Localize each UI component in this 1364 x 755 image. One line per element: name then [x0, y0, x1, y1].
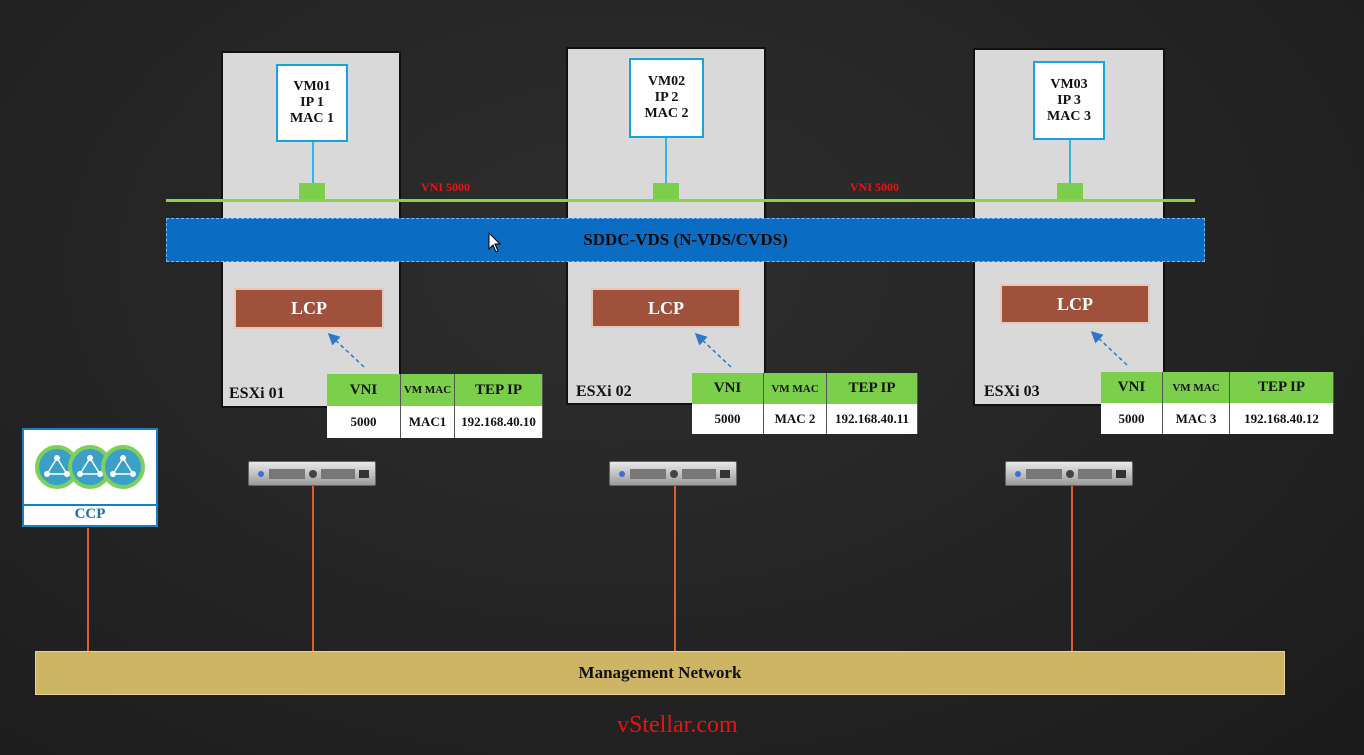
header-vm-mac: VM MAC — [401, 374, 455, 406]
vm-mac: MAC 2 — [644, 106, 689, 121]
host-label-2: ESXi 02 — [576, 383, 632, 400]
header-tep-ip: TEP IP — [455, 374, 543, 406]
vni-label-2: VNI 5000 — [850, 180, 900, 194]
cell-tep: 192.168.40.10 — [455, 406, 543, 438]
vm-link-3 — [1069, 140, 1071, 184]
vm-name: VM02 — [647, 74, 686, 89]
cell-mac: MAC 2 — [764, 404, 827, 434]
vm-port-3 — [1057, 183, 1083, 201]
vm-box-1: VM01 IP 1 MAC 1 — [276, 64, 348, 142]
vm-port-1 — [299, 183, 325, 201]
lcp-box-3: LCP — [1000, 284, 1150, 324]
cell-tep: 192.168.40.11 — [827, 404, 918, 434]
ccp-cluster-icon — [24, 430, 156, 504]
uplink-host-3 — [1071, 486, 1073, 652]
header-vm-mac: VM MAC — [1163, 372, 1230, 403]
cell-mac: MAC 3 — [1163, 403, 1230, 434]
uplink-host-1 — [312, 486, 314, 652]
cell-vni: 5000 — [1101, 403, 1163, 434]
cell-vni: 5000 — [327, 406, 401, 438]
footer-brand: vStellar.com — [617, 712, 738, 738]
vm-link-2 — [665, 138, 667, 184]
mapping-table-2: VNI VM MAC TEP IP 5000 MAC 2 192.168.40.… — [692, 373, 918, 434]
vni-segment-line — [166, 199, 1195, 202]
cell-mac: MAC1 — [401, 406, 455, 438]
server-icon-3 — [1005, 461, 1133, 486]
cursor-icon — [488, 231, 502, 254]
lcp-box-2: LCP — [591, 288, 741, 328]
vni-label-1: VNI 5000 — [421, 180, 471, 194]
mapping-table-3: VNI VM MAC TEP IP 5000 MAC 3 192.168.40.… — [1101, 372, 1334, 434]
server-icon-1 — [248, 461, 376, 486]
cell-vni: 5000 — [692, 404, 764, 434]
uplink-host-2 — [674, 486, 676, 652]
header-vni: VNI — [692, 373, 764, 404]
header-tep-ip: TEP IP — [1230, 372, 1334, 403]
vm-name: VM03 — [1050, 76, 1088, 92]
host-label-1: ESXi 01 — [229, 385, 285, 402]
lcp-box-1: LCP — [234, 288, 384, 329]
sddc-vds-bar: SDDC-VDS (N-VDS/CVDS) — [166, 218, 1205, 262]
management-network-label: Management Network — [578, 663, 742, 682]
header-vni: VNI — [1101, 372, 1163, 403]
header-vm-mac: VM MAC — [764, 373, 827, 404]
ccp-label: CCP — [24, 504, 156, 523]
vds-label: SDDC-VDS (N-VDS/CVDS) — [583, 230, 788, 249]
server-icon-2 — [609, 461, 737, 486]
vm-box-2: VM02 IP 2 MAC 2 — [629, 58, 704, 138]
host-label-3: ESXi 03 — [984, 383, 1040, 400]
ccp-box: CCP — [22, 428, 158, 527]
cell-tep: 192.168.40.12 — [1230, 403, 1334, 434]
vm-ip: IP 1 — [300, 95, 324, 110]
vm-ip: IP 3 — [1057, 92, 1081, 108]
uplink-ccp — [87, 528, 89, 652]
management-network-bar: Management Network — [35, 651, 1285, 695]
mapping-table-1: VNI VM MAC TEP IP 5000 MAC1 192.168.40.1… — [327, 374, 543, 438]
vm-ip: IP 2 — [654, 90, 679, 105]
vm-port-2 — [653, 183, 679, 201]
vm-link-1 — [312, 142, 314, 184]
header-vni: VNI — [327, 374, 401, 406]
vm-box-3: VM03 IP 3 MAC 3 — [1033, 61, 1105, 140]
vm-name: VM01 — [293, 79, 331, 94]
vm-mac: MAC 3 — [1047, 108, 1091, 124]
vm-mac: MAC 1 — [290, 111, 334, 126]
header-tep-ip: TEP IP — [827, 373, 918, 404]
